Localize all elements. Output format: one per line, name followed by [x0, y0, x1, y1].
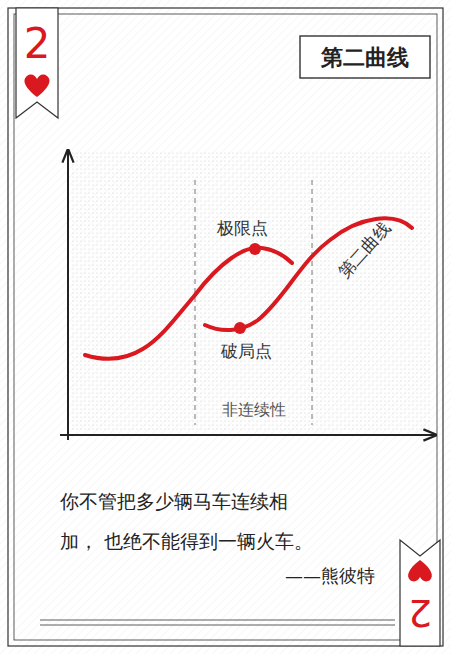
point-label: 破局点	[221, 341, 272, 361]
card-border	[8, 8, 443, 646]
dashed-divider	[195, 180, 196, 425]
quote-text: 你不管把多少辆马车连续相加， 也绝不能得到一辆火车。	[60, 482, 315, 562]
title-box	[300, 36, 430, 78]
dashed-divider	[312, 180, 313, 425]
heart-symbol	[24, 75, 49, 97]
card-rank: 2	[24, 19, 51, 69]
breakthrough-point	[234, 322, 246, 334]
limit-point	[249, 243, 261, 255]
second-curve	[205, 218, 412, 330]
card-rank: 2	[408, 589, 432, 635]
point-label: 极限点	[217, 218, 268, 238]
corner-tab	[16, 8, 58, 118]
bottom-rule	[40, 625, 395, 626]
bottom-rule	[40, 620, 395, 621]
y-axis	[67, 150, 69, 440]
chart-ground	[72, 150, 432, 430]
card-title: 第二曲线	[321, 44, 409, 70]
heart-symbol	[408, 560, 432, 581]
region-label: 非连续性	[222, 400, 286, 419]
corner-tab	[400, 540, 440, 646]
quote-author: ——熊彼特	[285, 565, 375, 587]
card-inner-border	[14, 14, 437, 640]
x-axis	[60, 434, 436, 436]
